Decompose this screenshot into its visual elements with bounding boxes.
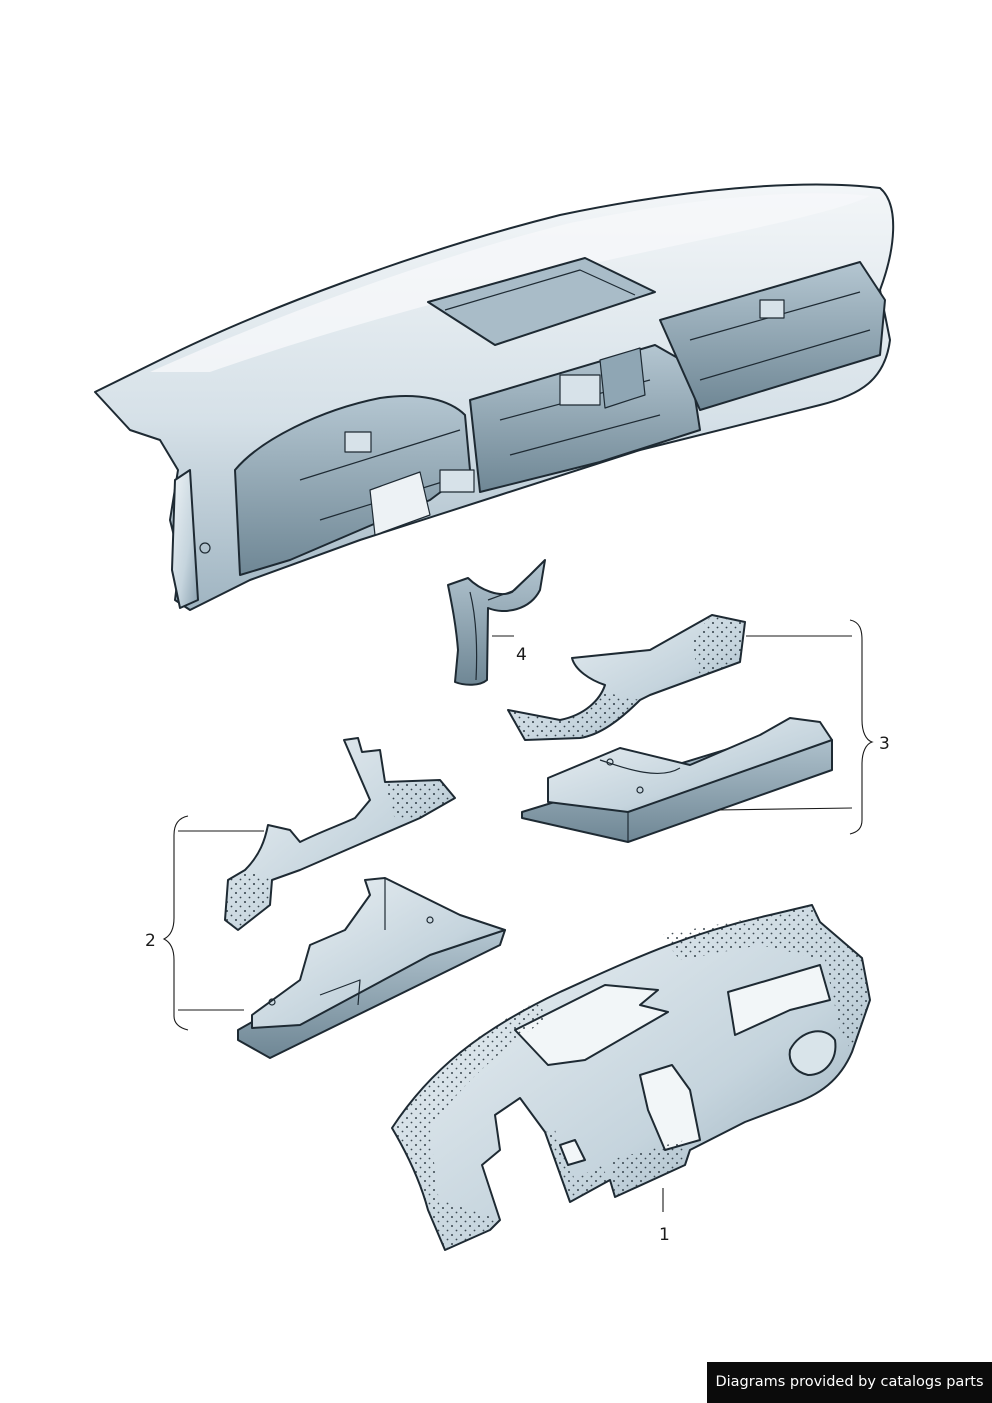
callout-3: 3 (879, 734, 890, 754)
steering-column-trim (447, 559, 546, 686)
callout-4: 4 (516, 645, 527, 665)
callout-2: 2 (145, 931, 156, 951)
insulation-2-lower (237, 877, 506, 1059)
dashboard-panel (94, 183, 895, 611)
insulation-1-mat (391, 904, 871, 1251)
insulation-3-lower (521, 717, 833, 843)
insulation-3-upper (507, 614, 746, 741)
insulation-2-upper (224, 737, 456, 931)
callout-1: 1 (659, 1225, 670, 1245)
credit-banner: Diagrams provided by catalogs parts (707, 1362, 992, 1403)
leader-lines (162, 619, 874, 1212)
